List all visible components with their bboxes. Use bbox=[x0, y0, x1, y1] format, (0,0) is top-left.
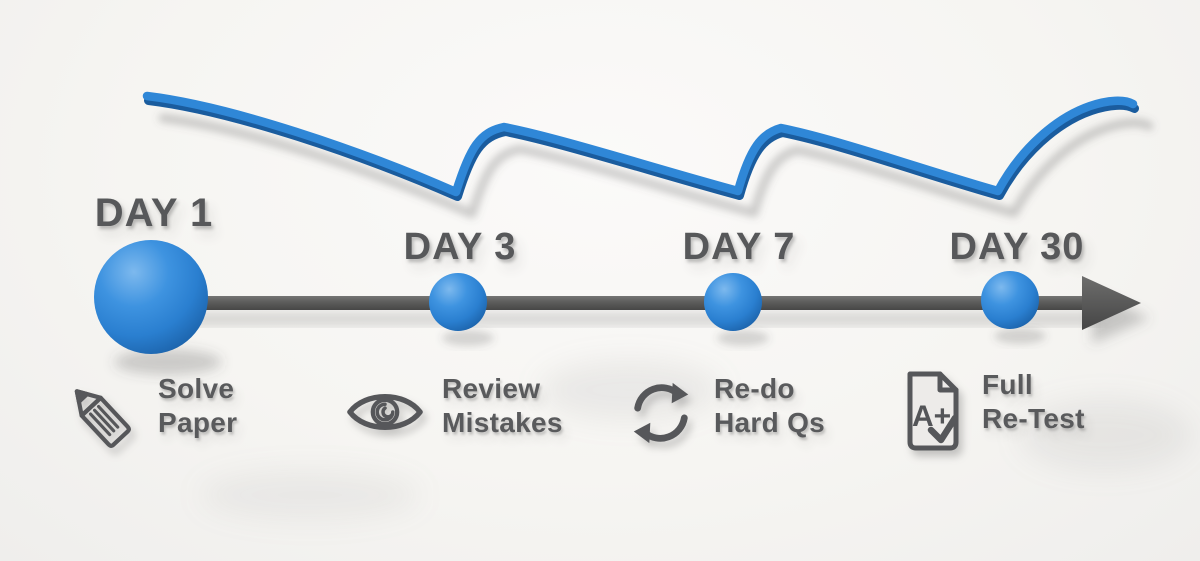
action-label: Re-do Hard Qs bbox=[714, 372, 825, 440]
action-solve-paper: Solve Paper bbox=[58, 372, 237, 459]
day-label-1: DAY 1 bbox=[94, 191, 214, 235]
day-label-3: DAY 3 bbox=[403, 226, 517, 268]
action-label: Full Re-Test bbox=[982, 368, 1085, 436]
day1-dot bbox=[94, 240, 208, 354]
action-line-1: Review bbox=[442, 373, 541, 404]
day7-dot bbox=[704, 273, 762, 331]
action-full-retest: A+ Full Re-Test bbox=[900, 368, 1085, 459]
eye-icon bbox=[346, 384, 424, 445]
action-line-2: Paper bbox=[158, 407, 238, 439]
day-label-7: DAY 7 bbox=[682, 226, 796, 268]
action-line-1: Solve bbox=[158, 373, 235, 404]
graded-paper-icon: A+ bbox=[900, 368, 964, 459]
forgetting-curve-shadow bbox=[158, 113, 1154, 219]
grade-badge-text: A+ bbox=[912, 400, 951, 433]
action-label: Solve Paper bbox=[158, 372, 237, 440]
action-redo-hard-qs: Re-do Hard Qs bbox=[626, 372, 825, 453]
day7-dot-shadow bbox=[717, 330, 769, 346]
action-line-2: Mistakes bbox=[442, 407, 563, 439]
timeline-bar-shadow bbox=[170, 314, 1100, 324]
day3-dot bbox=[429, 273, 487, 331]
forgetting-curve bbox=[142, 91, 1138, 197]
action-line-1: Re-do bbox=[714, 373, 795, 404]
action-line-2: Hard Qs bbox=[714, 407, 826, 439]
timeline-bar bbox=[156, 296, 1084, 310]
action-line-1: Full bbox=[982, 369, 1033, 400]
day1-dot-shadow bbox=[114, 349, 222, 375]
pencil-icon bbox=[58, 372, 140, 459]
day-label-30: DAY 30 bbox=[949, 226, 1085, 268]
day30-dot-shadow bbox=[994, 328, 1046, 344]
action-review-mistakes: Review Mistakes bbox=[346, 372, 563, 445]
action-label: Review Mistakes bbox=[442, 372, 563, 440]
day30-dot bbox=[981, 271, 1039, 329]
timeline-arrow-icon bbox=[1082, 276, 1141, 330]
action-line-2: Re-Test bbox=[982, 403, 1085, 435]
day3-dot-shadow bbox=[442, 330, 494, 346]
redo-cycle-icon bbox=[626, 378, 696, 453]
